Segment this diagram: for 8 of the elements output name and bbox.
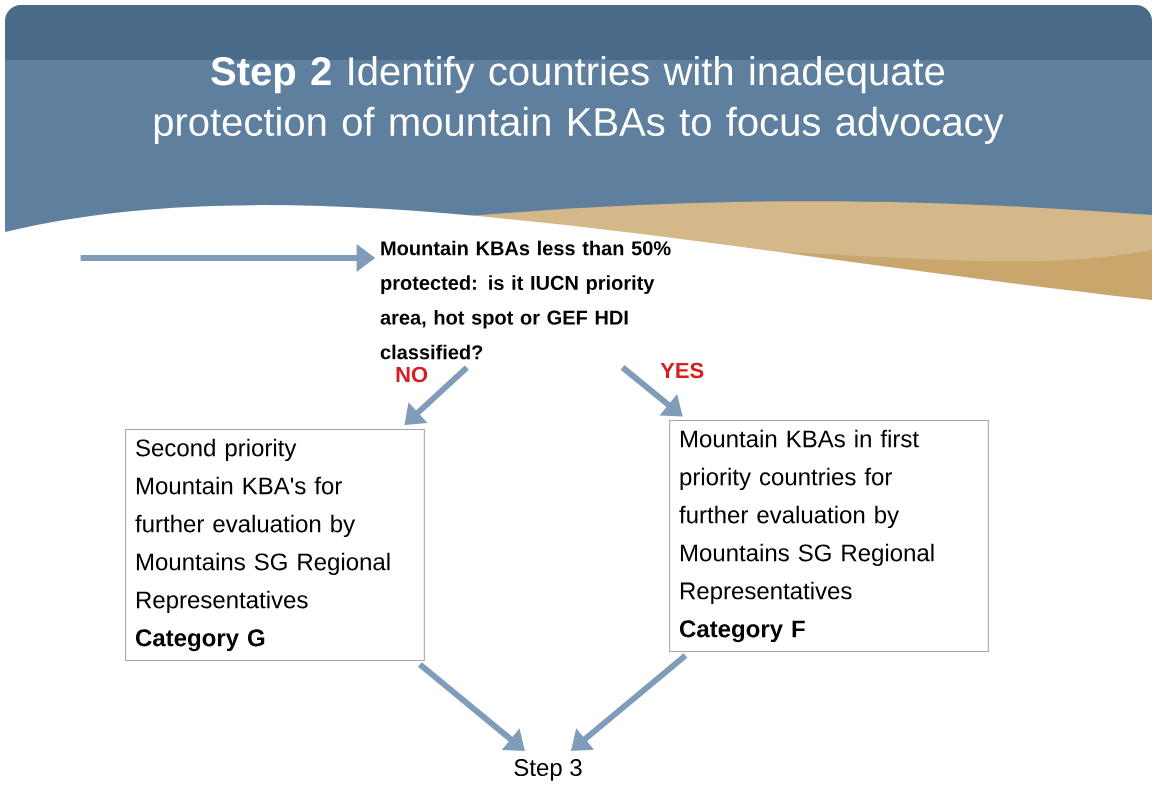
question-text: Mountain KBAs less than 50% protected: is it IUCN priority area, hot spot or GEF HDI classified? [380,240,671,360]
step-text: Step 3 [514,759,582,781]
edge-label: NO [392,364,431,385]
arrow [418,662,525,751]
title: Step 2 Identify countries with inadequate protection of mountain KBAs to focus advocacy [154,56,1004,144]
outcome-box: Mountain KBAs in first priority countries for further evaluation by Mountains SG Regional Representatives Category F [669,419,989,653]
outcome-box: Second priority Mountain KBA's for further evaluation by Mountains SG Regional Representatives Category G [125,428,425,662]
edge-label: YES [657,360,707,381]
